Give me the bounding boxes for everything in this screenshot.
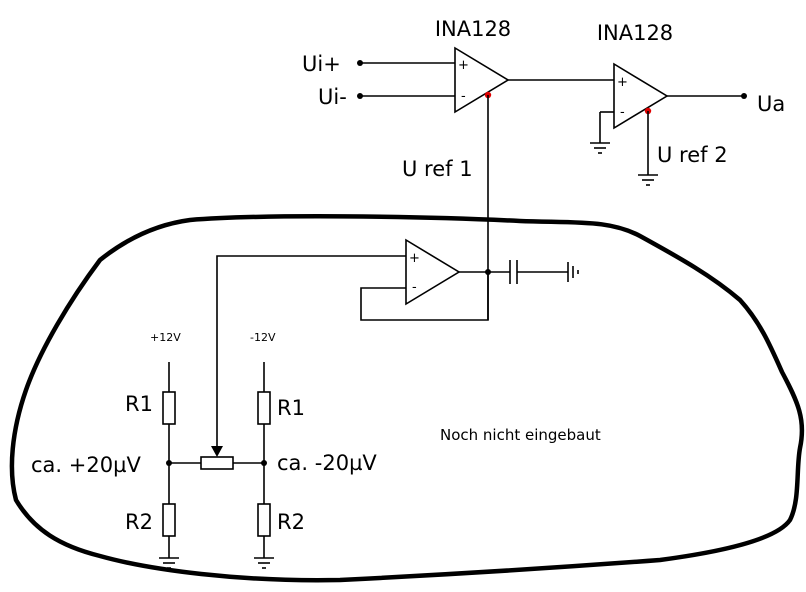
ground-icon [159, 557, 179, 569]
buffer-plus-sign: + [409, 251, 420, 266]
buffer-feedback-wire [360, 272, 489, 321]
ina128-2-minus-sign: - [620, 105, 625, 120]
ina128-1-plus-sign: + [458, 58, 469, 73]
output-label: Ua [757, 92, 785, 116]
ref1-label: U ref 1 [402, 157, 473, 181]
not-built-note: Noch nicht eingebaut [440, 426, 601, 444]
input-pos-label: Ui+ [302, 52, 341, 76]
ina128-1-label: INA128 [435, 17, 511, 41]
wiper-arrow [211, 446, 223, 457]
ina128-1-triangle [454, 46, 510, 114]
r2-left-label: R2 [125, 510, 153, 534]
r1-right-label: R1 [277, 396, 305, 420]
r1-left-label: R1 [125, 392, 153, 416]
buffer-opamp-triangle [405, 238, 461, 306]
input-neg-label: Ui- [318, 85, 347, 109]
ref2-label: U ref 2 [657, 143, 728, 167]
not-built-outline [9, 214, 805, 583]
resistor-r1-right [257, 391, 271, 425]
node-left-voltage: ca. +20µV [31, 453, 141, 477]
ground-icon [590, 142, 610, 154]
ina128-2-triangle [613, 62, 669, 130]
buffer-minus-sign: - [412, 280, 417, 295]
resistor-r1-left [162, 391, 176, 425]
node-right-voltage: ca. -20µV [277, 451, 377, 475]
resistor-r2-left [162, 503, 176, 537]
potentiometer [200, 456, 234, 470]
r2-right-label: R2 [277, 510, 305, 534]
ground-icon [567, 262, 579, 282]
wiper-wire [216, 255, 406, 452]
resistor-r2-right [257, 503, 271, 537]
supply-pos-label: +12V [150, 331, 181, 344]
ina128-2-plus-sign: + [617, 75, 628, 90]
ina128-1-minus-sign: - [461, 89, 466, 104]
ina128-2-label: INA128 [597, 21, 673, 45]
ground-icon [254, 557, 274, 569]
supply-neg-label: -12V [250, 331, 276, 344]
ground-icon [638, 174, 658, 186]
output-terminal [741, 93, 747, 99]
